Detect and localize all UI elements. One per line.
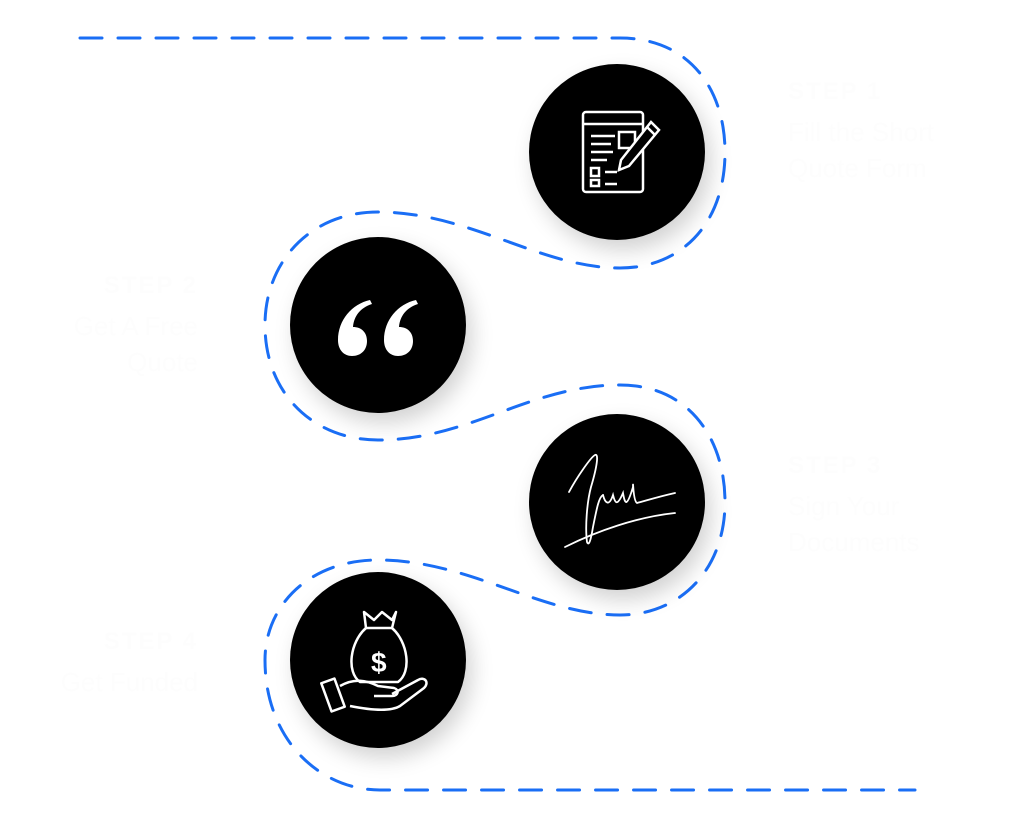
step-3-text: STEP 3 Sign Your Documents xyxy=(788,452,988,560)
step-label: STEP 4 xyxy=(103,628,198,655)
step-4-text: STEP 4 Get Funded xyxy=(0,628,198,700)
step-label: STEP 2 xyxy=(103,272,198,299)
form-pencil-icon xyxy=(581,110,661,194)
quote-icon xyxy=(338,300,418,356)
step-title: Sign Your Documents xyxy=(788,491,920,557)
step-3-circle xyxy=(529,414,705,590)
step-4-circle: $ xyxy=(290,572,466,748)
step-2-text: STEP 2 Get A Free Quote xyxy=(0,272,198,380)
step-1-text: STEP 1 Fill the Short Quote Form xyxy=(788,78,1008,186)
signature-icon xyxy=(564,454,676,548)
step-title: Get A Free Quote xyxy=(73,311,198,377)
step-2-circle xyxy=(290,237,466,413)
step-label: STEP 3 xyxy=(788,452,883,479)
step-label: STEP 1 xyxy=(788,78,883,105)
money-bag-hand-icon: $ xyxy=(320,610,428,713)
step-title: Fill the Short Quote Form xyxy=(788,117,934,183)
step-title: Get Funded xyxy=(60,667,198,697)
step-1-circle xyxy=(529,64,705,240)
svg-text:$: $ xyxy=(371,647,387,678)
